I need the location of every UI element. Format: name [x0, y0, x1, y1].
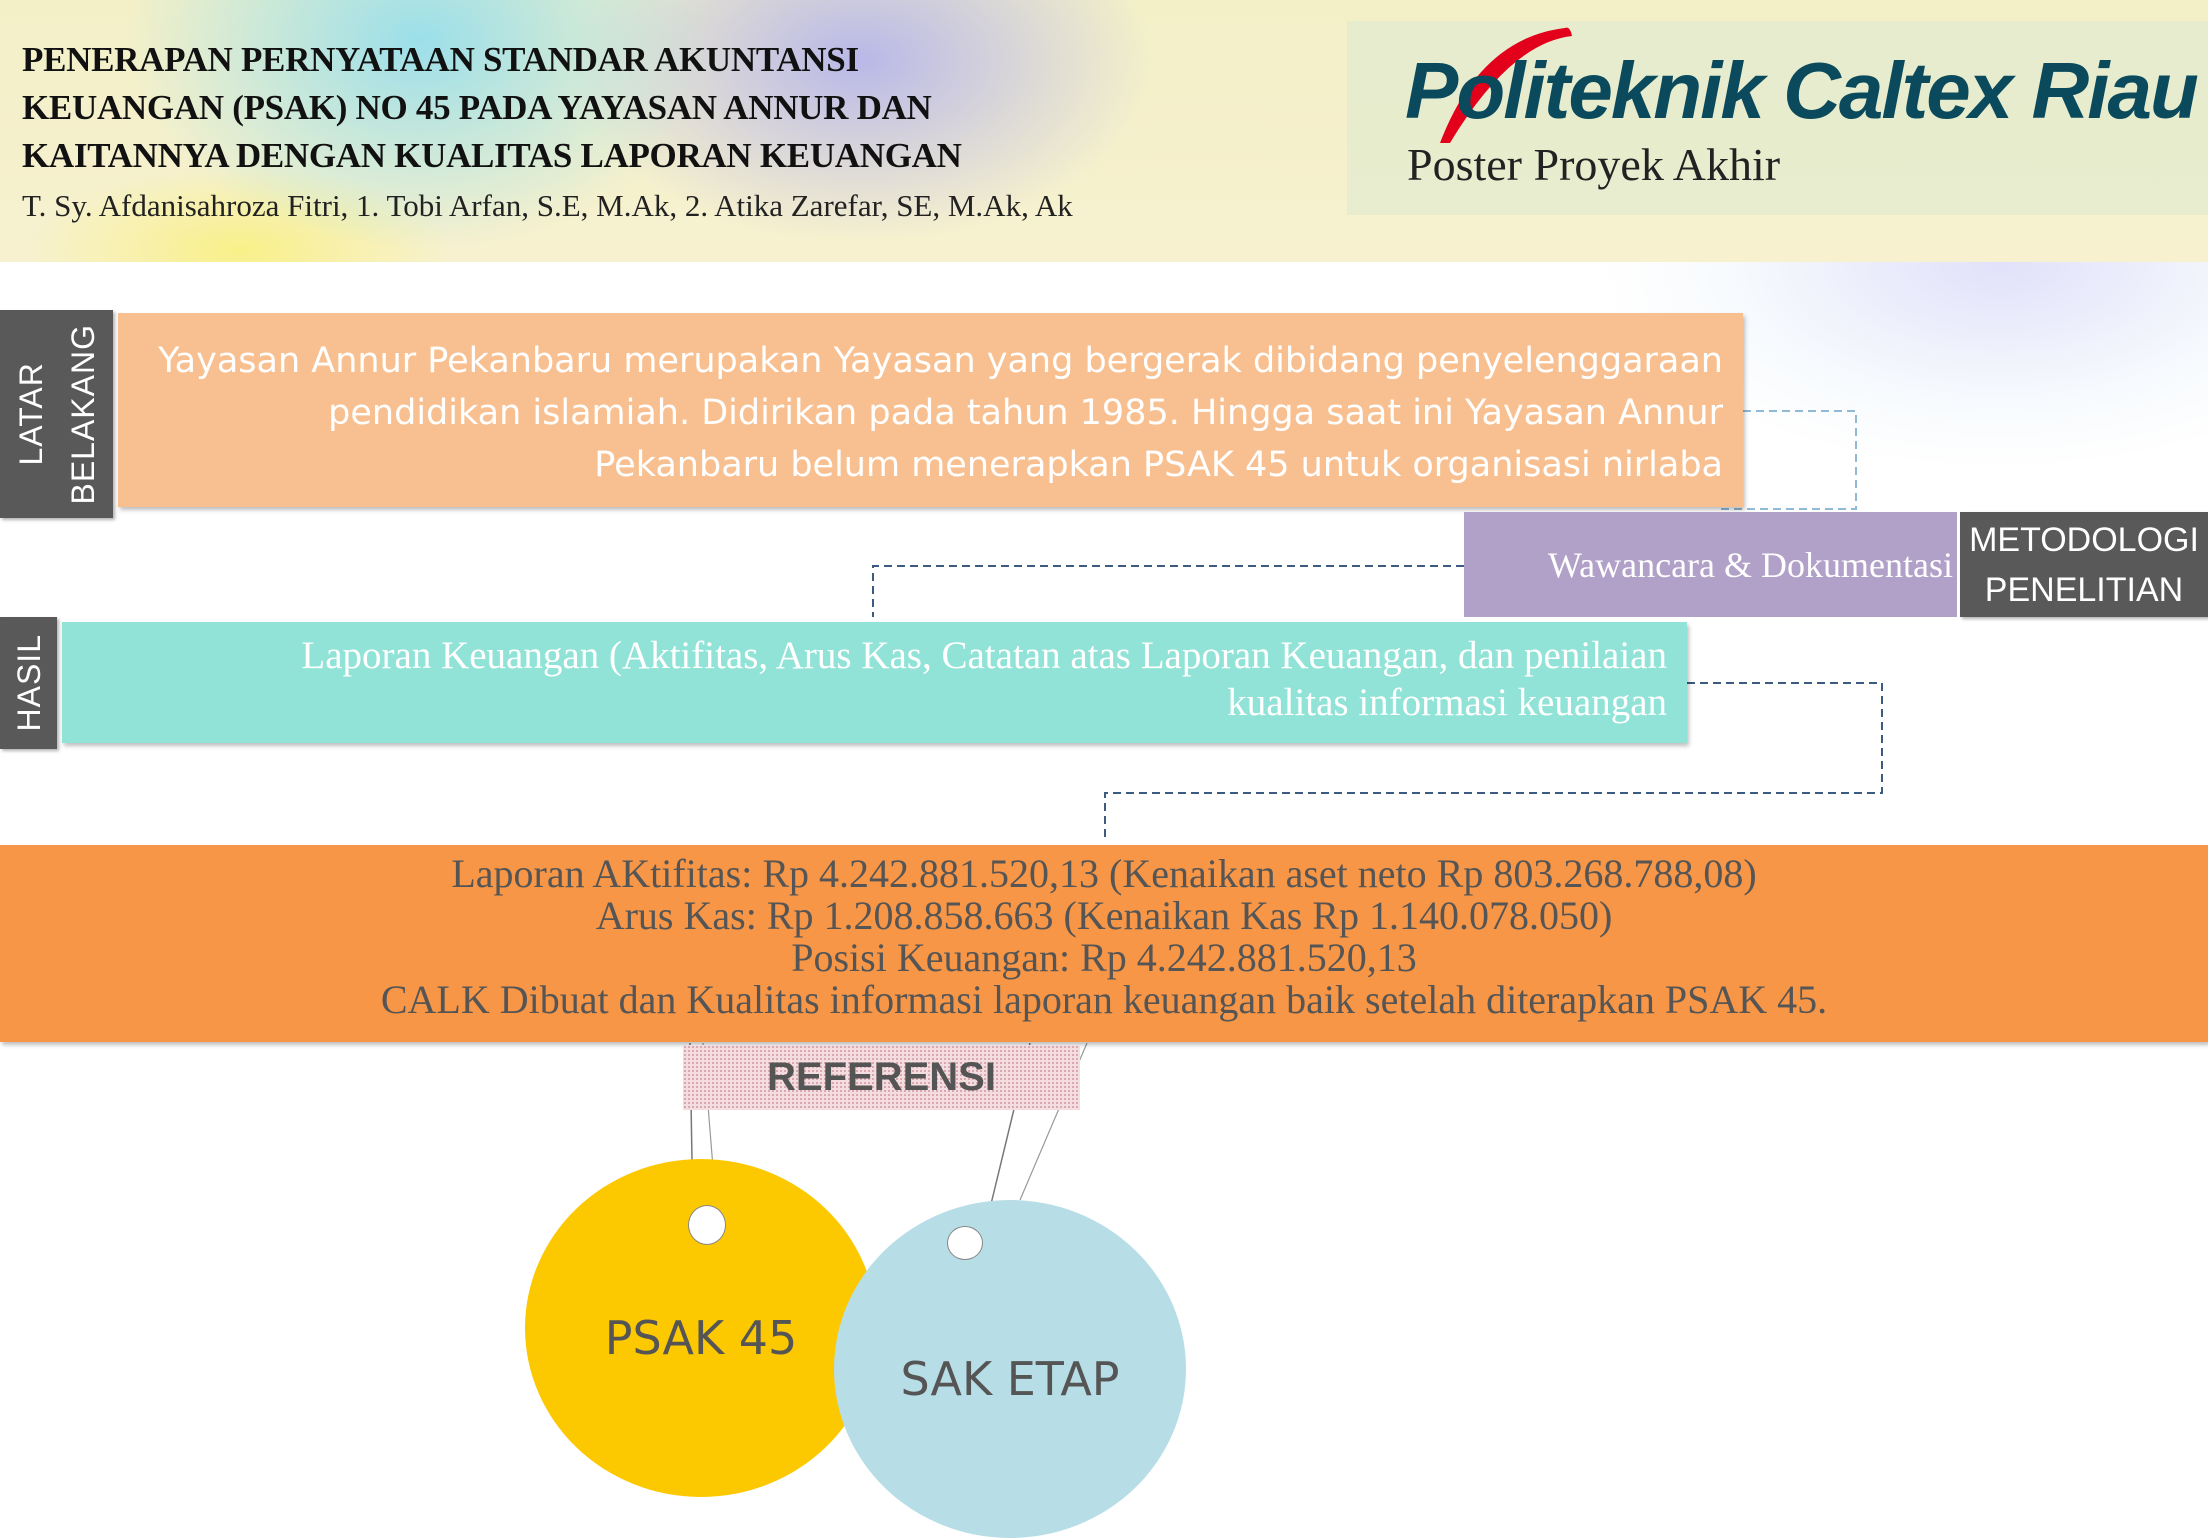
tab-latar-belakang: LATAR BELAKANG [0, 310, 113, 518]
tab-label: METODOLOGI [1969, 520, 2199, 559]
tab-metodologi: METODOLOGI PENELITIAN [1960, 512, 2208, 617]
result-line: CALK Dibuat dan Kualitas informasi lapor… [380, 977, 1828, 1022]
tag-hole-icon [947, 1226, 983, 1260]
logo-subtitle: Poster Proyek Akhir [1407, 139, 1781, 190]
hasil-box: Laporan Keuangan (Aktifitas, Arus Kas, C… [62, 622, 1687, 743]
referensi-label: REFERENSI [683, 1045, 1080, 1110]
connector-metode-hasil [872, 565, 1464, 617]
connector-hasil-result [1104, 682, 1883, 842]
latar-line: Pekanbaru belum menerapkan PSAK 45 untuk… [594, 445, 1723, 485]
poster-title-line-2: KEUANGAN (PSAK) NO 45 PADA YAYASAN ANNUR… [22, 88, 932, 127]
logo-swoosh-icon [1440, 27, 1572, 143]
hasil-line: kualitas informasi keuangan [1227, 681, 1667, 724]
latar-line: pendidikan islamiah. Didirikan pada tahu… [328, 393, 1723, 433]
poster-title-line-3: KAITANNYA DENGAN KUALITAS LAPORAN KEUANG… [22, 136, 962, 175]
tab-label: PENELITIAN [1984, 570, 2184, 609]
result-line: Arus Kas: Rp 1.208.858.663 (Kenaikan Kas… [595, 893, 1613, 938]
tag-label: SAK ETAP [900, 1352, 1120, 1406]
tag-psak-45: PSAK 45 [525, 1159, 877, 1497]
logo-panel [1347, 21, 2208, 215]
tag-label: PSAK 45 [604, 1311, 798, 1365]
latar-line: Yayasan Annur Pekanbaru merupakan Yayasa… [158, 341, 1723, 381]
tab-label: HASIL [10, 634, 47, 732]
result-line: Laporan AKtifitas: Rp 4.242.881.520,13 (… [451, 851, 1757, 896]
latar-belakang-box: Yayasan Annur Pekanbaru merupakan Yayasa… [118, 313, 1743, 507]
connector-latar-metode [1720, 410, 1857, 510]
tab-hasil: HASIL [0, 617, 57, 749]
poster-title-line-1: PENERAPAN PERNYATAAN STANDAR AKUNTANSI [22, 40, 859, 79]
tab-label: LATAR [12, 362, 49, 466]
hasil-line: Laporan Keuangan (Aktifitas, Arus Kas, C… [301, 634, 1667, 677]
tag-sak-etap: SAK ETAP [834, 1200, 1186, 1538]
authors: T. Sy. Afdanisahroza Fitri, 1. Tobi Arfa… [22, 188, 1073, 223]
tag-hole-icon [688, 1205, 726, 1245]
logo-name: Politeknik Caltex Riau [1405, 46, 2199, 135]
results-box: Laporan AKtifitas: Rp 4.242.881.520,13 (… [0, 845, 2208, 1042]
metodologi-box: Wawancara & Dokumentasi [1464, 512, 1957, 617]
tab-label: BELAKANG [64, 323, 101, 505]
result-line: Posisi Keuangan: Rp 4.242.881.520,13 [791, 935, 1417, 980]
